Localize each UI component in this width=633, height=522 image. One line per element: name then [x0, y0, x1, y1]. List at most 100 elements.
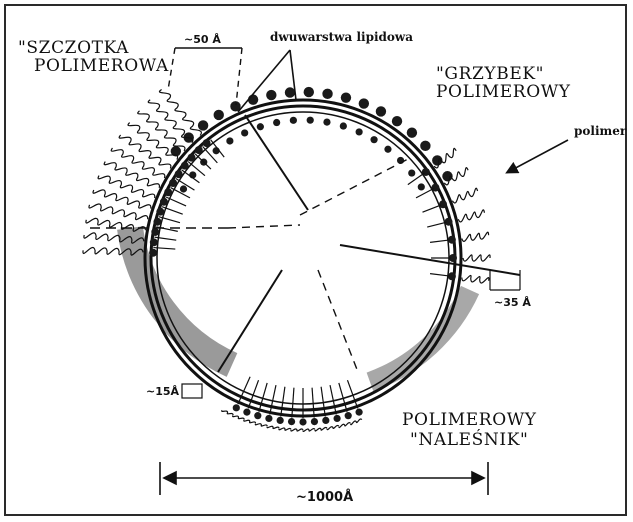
- lipid-tail: [312, 388, 314, 418]
- brush-thickness-bracket: [168, 48, 242, 105]
- lipid-head: [322, 89, 332, 99]
- lipid-head: [156, 208, 164, 216]
- polymer-chain: [119, 135, 171, 169]
- lipid-head: [341, 92, 351, 102]
- lipid-head: [257, 123, 264, 130]
- lipid-head: [370, 136, 377, 143]
- lipid-tail: [422, 205, 441, 212]
- lipid-tail: [195, 154, 211, 169]
- polymer-chain: [462, 275, 489, 283]
- pancake-thickness-label: ~15Å: [146, 385, 179, 398]
- pancake-label-line2: "NALEŚNIK": [410, 430, 528, 450]
- lipid-head: [248, 94, 258, 104]
- polymer-chain: [138, 111, 185, 151]
- lipid-tail: [416, 189, 434, 198]
- polymer-chain: [291, 429, 303, 431]
- lipid-head: [299, 418, 306, 425]
- polymer-chain: [86, 218, 146, 231]
- diameter-label: ~1000Å: [296, 490, 353, 505]
- polymer-chain: [244, 420, 256, 423]
- lipid-head: [233, 404, 240, 411]
- polymer-chain: [463, 255, 490, 261]
- lipid-head: [169, 179, 177, 187]
- lipid-head: [151, 228, 159, 236]
- lipid-head: [304, 87, 314, 97]
- polymer-chain: [452, 188, 477, 203]
- polymer-chain: [111, 148, 165, 178]
- lipid-head: [277, 417, 284, 424]
- bilayer-label: dwuwarstwa lipidowa: [270, 30, 413, 44]
- lipid-head: [181, 162, 189, 170]
- lipid-tail: [281, 387, 285, 417]
- lipid-head: [265, 415, 272, 422]
- polymer-chain: [315, 427, 327, 431]
- lipid-head: [323, 118, 330, 125]
- lipid-head: [420, 141, 430, 151]
- lipid-head: [243, 409, 250, 416]
- polymer-chain: [303, 429, 315, 432]
- lipid-head: [356, 128, 363, 135]
- lipid-tail: [430, 240, 450, 242]
- lipid-head: [307, 117, 314, 124]
- lipid-head: [203, 139, 211, 147]
- polymer-chain: [222, 410, 233, 415]
- polymer-brush: [83, 89, 224, 256]
- lipid-head: [241, 129, 248, 136]
- polymer-arrow: [508, 140, 568, 172]
- lipid-tail: [211, 140, 225, 157]
- lipid-head: [188, 154, 196, 162]
- lipid-head: [226, 137, 233, 144]
- lipid-head: [418, 183, 425, 190]
- lipid-head: [150, 238, 158, 246]
- lipid-head: [290, 117, 297, 124]
- polymer-chain: [339, 423, 351, 428]
- polymer-chain: [233, 416, 245, 420]
- lipid-tail: [430, 274, 450, 276]
- polymer-label: polimer: [574, 124, 626, 138]
- lipid-head: [340, 122, 347, 129]
- lipid-head: [288, 418, 295, 425]
- lipid-head: [153, 218, 161, 226]
- lipid-head: [149, 249, 157, 257]
- lipid-head: [422, 168, 430, 176]
- lipid-head: [333, 415, 340, 422]
- pancake-label-line1: POLIMEROWY: [402, 410, 537, 430]
- lipid-head: [359, 98, 369, 108]
- polymer-chain: [351, 419, 362, 425]
- lipid-head: [355, 409, 362, 416]
- lipid-head: [214, 110, 224, 120]
- lipid-head: [431, 184, 439, 192]
- lipid-head: [195, 146, 203, 154]
- lipid-head: [254, 412, 261, 419]
- lipid-head: [180, 185, 187, 192]
- polymer-chain: [458, 210, 484, 222]
- polymer-chain: [267, 426, 279, 428]
- mushroom-thickness-label: ~35 Å: [494, 296, 531, 309]
- lipid-head: [322, 417, 329, 424]
- lipid-head: [345, 412, 352, 419]
- lipid-head: [175, 170, 183, 178]
- polymer-chain: [255, 424, 267, 427]
- lipid-tail: [321, 387, 325, 417]
- polymer-chain: [327, 425, 339, 429]
- lipid-head: [445, 218, 453, 226]
- polymer-chain: [93, 190, 151, 209]
- lipid-head: [160, 198, 168, 206]
- polymer-chain: [462, 232, 489, 241]
- lipid-head: [392, 116, 402, 126]
- lipid-head: [439, 200, 447, 208]
- lipid-tail: [292, 388, 294, 418]
- polymer-chain: [128, 123, 178, 160]
- lipid-head: [164, 188, 172, 196]
- lipid-head: [384, 146, 391, 153]
- lipid-head: [285, 87, 295, 97]
- lipid-head: [266, 90, 276, 100]
- brush-label-line2: POLIMEROWA: [34, 56, 169, 76]
- brush-label-line1: "SZCZOTKA: [18, 38, 129, 58]
- brush-thickness-label: ~50 Å: [184, 33, 221, 46]
- pancake-thickness-marker: [182, 384, 202, 398]
- lipid-head: [408, 169, 415, 176]
- lipid-head: [376, 106, 386, 116]
- lipid-heads: [171, 87, 453, 193]
